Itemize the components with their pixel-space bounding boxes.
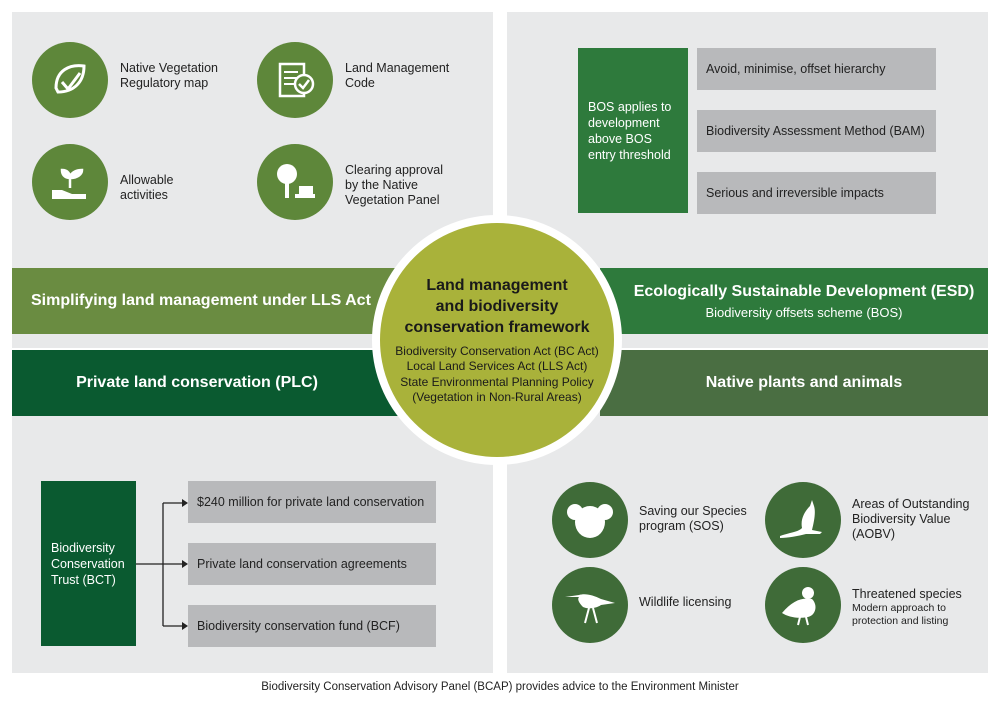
bos-item: Avoid, minimise, offset hierarchy <box>697 48 936 90</box>
bct-item: $240 million for private land conservati… <box>188 481 436 523</box>
wallaby-icon <box>765 482 841 558</box>
bos-item: Biodiversity Assessment Method (BAM) <box>697 110 936 152</box>
bos-item: Serious and irreversible impacts <box>697 172 936 214</box>
bct-item: Private land conservation agreements <box>188 543 436 585</box>
band-native-plants-animals: Native plants and animals <box>600 350 988 416</box>
footer-note: Biodiversity Conservation Advisory Panel… <box>261 681 739 693</box>
koala-icon <box>552 482 628 558</box>
checklist-icon <box>257 42 333 118</box>
leaf-check-icon <box>32 42 108 118</box>
connector-arrows <box>136 499 188 630</box>
hand-seedling-icon <box>32 144 108 220</box>
bct-item: Biodiversity conservation fund (BCF) <box>188 605 436 647</box>
band-esd: Ecologically Sustainable Development (ES… <box>600 268 988 334</box>
band-simplifying-land-management: Simplifying land management under LLS Ac… <box>12 268 412 334</box>
shorebird-icon <box>552 567 628 643</box>
quail-icon <box>765 567 841 643</box>
band-private-land-conservation: Private land conservation (PLC) <box>12 350 412 416</box>
item-label: Wildlife licensing <box>639 595 732 609</box>
tree-bulldozer-icon <box>257 144 333 220</box>
